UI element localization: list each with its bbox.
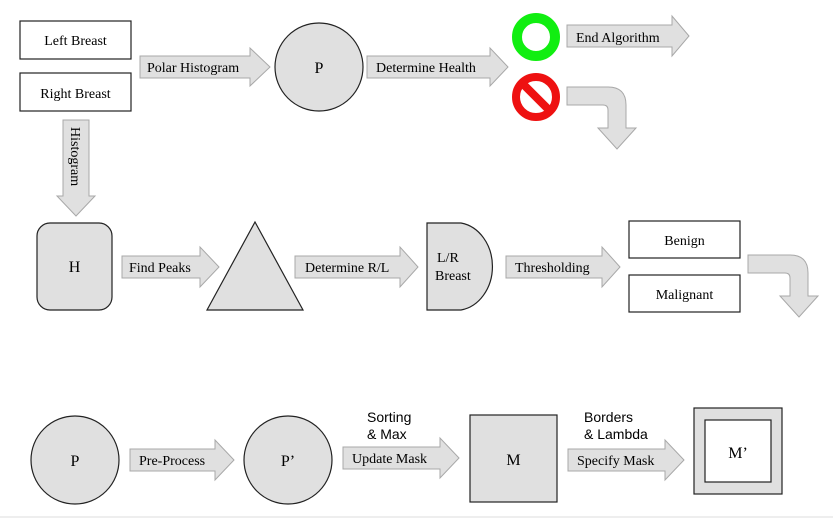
malignant-box <box>628 274 741 313</box>
left-breast-box <box>19 20 132 60</box>
thresholding-arrow <box>505 245 621 289</box>
histogram-down-arrow <box>55 119 97 217</box>
p-prime-node <box>243 415 333 505</box>
update-mask-label: Update Mask <box>352 452 427 467</box>
left-breast-label: Left Breast <box>44 34 107 49</box>
end-algorithm-arrow <box>566 14 690 58</box>
borders-note-line1: Borders <box>584 409 633 425</box>
determine-health-arrow <box>366 46 509 88</box>
ok-ring-icon <box>512 13 560 61</box>
determine-health-label: Determine Health <box>376 61 476 76</box>
pre-process-arrow <box>129 438 235 482</box>
determine-rl-arrow <box>294 245 419 289</box>
lr-breast-node <box>426 222 493 311</box>
m-prime-node-label: M’ <box>728 445 748 462</box>
find-peaks-label: Find Peaks <box>129 261 191 276</box>
specify-mask-arrow <box>567 438 685 482</box>
m-node-label: M <box>506 452 520 469</box>
right-breast-label: Right Breast <box>40 87 110 102</box>
benign-label: Benign <box>664 234 704 249</box>
polar-histogram-label: Polar Histogram <box>147 61 239 76</box>
specify-mask-label: Specify Mask <box>577 454 654 469</box>
thresholding-label: Thresholding <box>515 261 590 276</box>
stop-sign-icon <box>512 73 560 121</box>
find-peaks-arrow <box>121 245 220 289</box>
p-node-bottom <box>30 415 120 505</box>
p-node-top-label: P <box>315 60 324 77</box>
malignant-label: Malignant <box>656 288 714 303</box>
lr-breast-label-line1: L/R <box>437 251 459 266</box>
p-prime-node-label: P’ <box>281 453 295 470</box>
benign-box <box>628 220 741 259</box>
end-algorithm-label: End Algorithm <box>576 31 660 46</box>
h-node <box>36 222 113 311</box>
determine-rl-label: Determine R/L <box>305 261 389 276</box>
bent-arrow-middle <box>747 254 820 318</box>
p-node-top <box>274 22 364 112</box>
m-prime-node-inner <box>704 419 772 483</box>
right-breast-box <box>19 72 132 112</box>
update-mask-arrow <box>342 436 460 480</box>
histogram-label: Histogram <box>67 127 82 186</box>
h-node-label: H <box>69 259 81 276</box>
pre-process-label: Pre-Process <box>139 454 205 469</box>
m-node <box>469 414 558 503</box>
sorting-note-line1: Sorting <box>367 409 411 425</box>
p-node-bottom-label: P <box>71 453 80 470</box>
bent-arrow-top <box>566 86 638 150</box>
borders-note-line2: & Lambda <box>584 426 648 442</box>
sorting-note-line2: & Max <box>367 426 407 442</box>
lr-breast-label-line2: Breast <box>435 269 471 284</box>
peaks-triangle <box>205 220 305 311</box>
polar-histogram-arrow <box>139 46 271 88</box>
